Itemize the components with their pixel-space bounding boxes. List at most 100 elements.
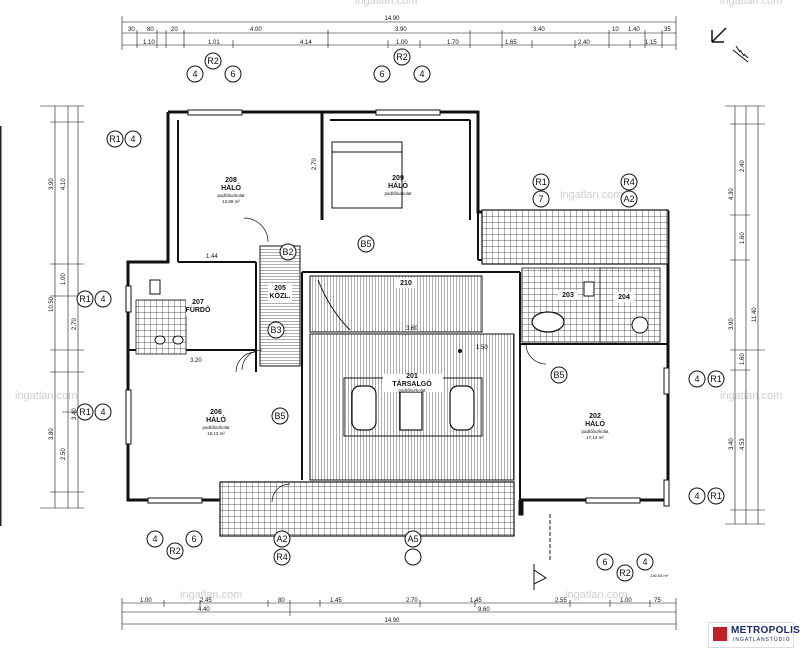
left-dim-labels: 3.90 4.10 10.50 1.00 2.70 3.80 2.50 3.40 (49, 178, 78, 460)
svg-text:3.90: 3.90 (395, 27, 407, 33)
svg-text:207: 207 (192, 299, 204, 306)
svg-text:1.15: 1.15 (645, 40, 657, 46)
svg-text:B5: B5 (553, 370, 564, 380)
logo-line-2: INGATLANSTÚDIÓ (733, 637, 791, 643)
svg-text:B5: B5 (360, 239, 371, 249)
svg-text:R4: R4 (623, 177, 635, 187)
sink (172, 335, 184, 345)
svg-text:35: 35 (664, 27, 671, 33)
logo-line-1: METROPOLIS (731, 625, 800, 636)
svg-text:R1: R1 (109, 134, 121, 144)
svg-text:1.00: 1.00 (61, 273, 67, 285)
company-logo: METROPOLIS INGATLANSTÚDIÓ (708, 622, 800, 648)
svg-text:TÁRSALGÓ: TÁRSALGÓ (392, 379, 432, 388)
svg-text:1.60: 1.60 (740, 232, 746, 244)
svg-text:6: 6 (379, 69, 384, 79)
svg-text:6: 6 (602, 557, 607, 567)
svg-text:4.14: 4.14 (300, 40, 312, 46)
armchair-right (449, 385, 475, 431)
stair-curve (317, 279, 351, 331)
svg-text:2.55: 2.55 (555, 598, 567, 604)
svg-text:4: 4 (192, 69, 197, 79)
svg-text:HÁLÓ: HÁLÓ (388, 181, 408, 190)
svg-text:FÜRDŐ: FÜRDŐ (186, 305, 211, 314)
svg-text:4: 4 (694, 374, 699, 384)
room-207: 207 FÜRDŐ (186, 298, 212, 316)
svg-text:10: 10 (612, 27, 619, 33)
svg-text:2.45: 2.45 (200, 598, 212, 604)
svg-text:1.60: 1.60 (740, 353, 746, 365)
svg-text:4.00: 4.00 (250, 27, 262, 33)
svg-text:HÁLÓ: HÁLÓ (206, 415, 226, 424)
svg-text:1.45: 1.45 (330, 598, 342, 604)
svg-text:B2: B2 (282, 247, 293, 257)
axis-tag-labels: 4 R2 6 6 R2 4 R1 4 R1 4 R1 4 4 R1 4 R1 R… (79, 52, 722, 578)
axis-tags (76, 48, 725, 582)
top-dimensions (121, 16, 677, 50)
svg-text:4.40: 4.40 (198, 607, 210, 613)
interior-dim: 1.44 (206, 254, 218, 260)
room-208: 208 HÁLÓ padlóburkolat 13,89 m² (217, 177, 245, 204)
room-204: 204 (614, 292, 634, 302)
svg-text:HÁLÓ: HÁLÓ (585, 419, 605, 428)
svg-text:A5: A5 (407, 534, 418, 544)
top-dim-labels-outer: 30 80 20 4.00 3.90 3.40 10 1.40 35 (128, 27, 671, 33)
svg-text:padlóburkolat: padlóburkolat (581, 429, 609, 434)
svg-text:210: 210 (400, 280, 412, 287)
svg-text:6: 6 (230, 69, 235, 79)
bed-headboard (331, 141, 403, 153)
svg-text:R4: R4 (276, 552, 288, 562)
windows (125, 109, 670, 507)
svg-text:KÖZL.: KÖZL. (270, 291, 291, 300)
watermark: ingatlan.com (560, 189, 622, 201)
sink (154, 335, 166, 345)
room-203: 203 (558, 290, 578, 300)
right-dimensions (725, 105, 765, 525)
svg-text:203: 203 (562, 292, 574, 299)
svg-text:1.00: 1.00 (620, 598, 632, 604)
svg-text:1.01: 1.01 (208, 40, 220, 46)
svg-text:2.70: 2.70 (406, 598, 418, 604)
svg-text:4.53: 4.53 (740, 438, 746, 450)
svg-text:R2: R2 (396, 52, 408, 62)
shower-tiles (599, 267, 661, 343)
svg-text:R1: R1 (79, 407, 91, 417)
svg-text:R2: R2 (619, 568, 631, 578)
svg-text:padlóburkolat: padlóburkolat (217, 193, 245, 198)
bottom-dim-labels: 1.00 2.45 80 1.45 2.70 1.45 2.55 1.00 75… (140, 598, 661, 624)
svg-text:padlóburkolat: padlóburkolat (384, 191, 412, 196)
svg-text:HÁLÓ: HÁLÓ (221, 183, 241, 192)
svg-text:3.80: 3.80 (49, 428, 55, 440)
svg-text:1.00: 1.00 (396, 40, 408, 46)
left-dimensions (40, 105, 84, 509)
svg-text:4: 4 (694, 491, 699, 501)
door-swings (235, 217, 547, 503)
svg-text:A2: A2 (623, 194, 634, 204)
watermark: ingatlan.com (565, 589, 627, 601)
svg-text:13,89 m²: 13,89 m² (222, 199, 240, 204)
interior-dim: 1.50 (476, 345, 488, 351)
svg-text:11.40: 11.40 (752, 307, 758, 322)
svg-text:80: 80 (147, 27, 154, 33)
svg-text:20: 20 (171, 27, 178, 33)
room-201: 201 TÁRSALGÓ padlóburkolat (383, 373, 443, 393)
logo-mark-icon (713, 627, 727, 641)
svg-text:3.90: 3.90 (49, 178, 55, 190)
svg-text:4: 4 (152, 534, 157, 544)
svg-text:9.60: 9.60 (478, 607, 490, 613)
svg-text:R1: R1 (710, 491, 722, 501)
interior-dim: 2.70 (312, 158, 318, 170)
svg-text:2.70: 2.70 (72, 318, 78, 330)
svg-text:A2: A2 (276, 534, 287, 544)
svg-text:1.00: 1.00 (140, 598, 152, 604)
svg-text:R2: R2 (169, 546, 181, 556)
svg-text:4: 4 (419, 69, 424, 79)
watermark: ingatlan.com (720, 0, 782, 7)
bed (331, 141, 403, 209)
room-205: 205 KÖZL. (268, 284, 292, 302)
north-arrow (711, 27, 749, 63)
svg-text:4: 4 (642, 557, 647, 567)
svg-text:4.10: 4.10 (61, 178, 67, 190)
svg-text:2.40: 2.40 (740, 160, 746, 172)
